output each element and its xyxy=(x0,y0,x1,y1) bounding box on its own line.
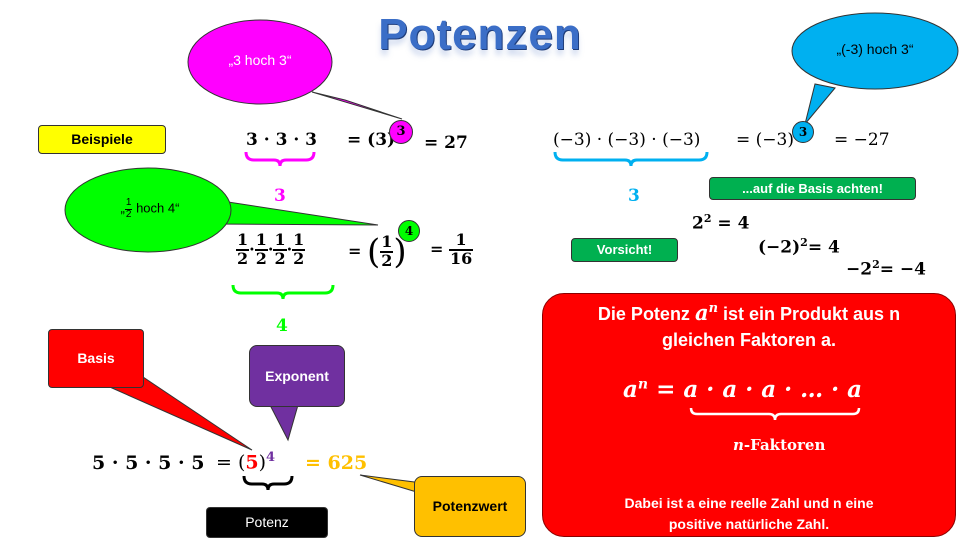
bubble-neg-hoch3-text: „(-3) hoch 3“ xyxy=(836,41,914,57)
definition-line1: Die Potenz an ist ein Produkt aus n xyxy=(597,300,901,325)
example1-count: 3 xyxy=(274,186,286,206)
brace-example1 xyxy=(244,151,316,167)
exponent-label: Exponent xyxy=(249,345,345,407)
warning-line2: (−2)2= 4 xyxy=(758,236,840,258)
bubble-half-ellipse xyxy=(64,167,232,253)
brace-example3 xyxy=(231,284,335,300)
page-title: Potenzen xyxy=(378,10,582,59)
example4-product: 5 · 5 · 5 · 5 xyxy=(92,452,205,474)
beispiele-label: Beispiele xyxy=(38,125,166,154)
warning-line1: 22 = 4 xyxy=(692,212,750,234)
potenzwert-label: Potenzwert xyxy=(414,476,526,537)
vorsicht-label: Vorsicht! xyxy=(571,238,678,262)
definition-formula: an = a · a · a · … · a xyxy=(623,376,863,403)
example2-result: = −27 xyxy=(834,130,890,150)
example2-power: = (−3) xyxy=(736,130,794,150)
example3-exponent-badge: 4 xyxy=(398,220,420,242)
bubble-neg-hoch3-shape xyxy=(804,83,836,125)
example3-count: 4 xyxy=(276,316,288,336)
example2-product: (−3) · (−3) · (−3) xyxy=(553,130,701,150)
definition-factor-label: n-Faktoren xyxy=(733,436,826,454)
bubble-half-suffix: hoch 4“ xyxy=(136,200,180,216)
brace-potenz xyxy=(242,475,294,491)
definition-footer-line2: positive natürliche Zahl. xyxy=(668,516,830,532)
example4-result: = 625 xyxy=(305,452,368,474)
example4-power: = (5)4 xyxy=(216,450,276,474)
definition-box: Die Potenz an ist ein Produkt aus n glei… xyxy=(542,293,956,537)
brace-example2 xyxy=(553,151,709,167)
example4-exponent: 4 xyxy=(266,450,276,465)
bubble-hoch3-text: „3 hoch 3“ xyxy=(228,52,292,68)
bubble-hoch3-ellipse xyxy=(187,19,333,105)
definition-footer-line1: Dabei ist a eine reelle Zahl und n eine xyxy=(624,495,874,511)
definition-line2: gleichen Faktoren a. xyxy=(661,330,837,350)
bubble-half-prefix: „ xyxy=(120,200,125,216)
warning-line3: −22= −4 xyxy=(846,258,926,280)
example2-count: 3 xyxy=(628,186,640,206)
bubble-hoch3-shape xyxy=(311,91,403,120)
example4-base: 5 xyxy=(245,451,259,474)
example1-result: = 27 xyxy=(424,133,468,153)
potenz-label: Potenz xyxy=(206,507,328,538)
bubble-half-den: 2 xyxy=(125,208,132,220)
basis-hint-label: ...auf die Basis achten! xyxy=(709,177,916,200)
example2-exponent-badge: 3 xyxy=(792,121,814,143)
bubble-half-shape xyxy=(214,199,379,226)
bubble-neg-hoch3-ellipse xyxy=(791,12,959,90)
example1-product: 3 · 3 · 3 xyxy=(246,130,317,150)
example1-exponent-badge: 3 xyxy=(389,120,413,144)
definition-brace xyxy=(689,407,861,421)
bubble-half-num: 1 xyxy=(124,197,133,210)
example1-power: = (3) xyxy=(347,130,396,150)
exponent-pointer xyxy=(269,404,299,442)
basis-label: Basis xyxy=(48,329,144,388)
